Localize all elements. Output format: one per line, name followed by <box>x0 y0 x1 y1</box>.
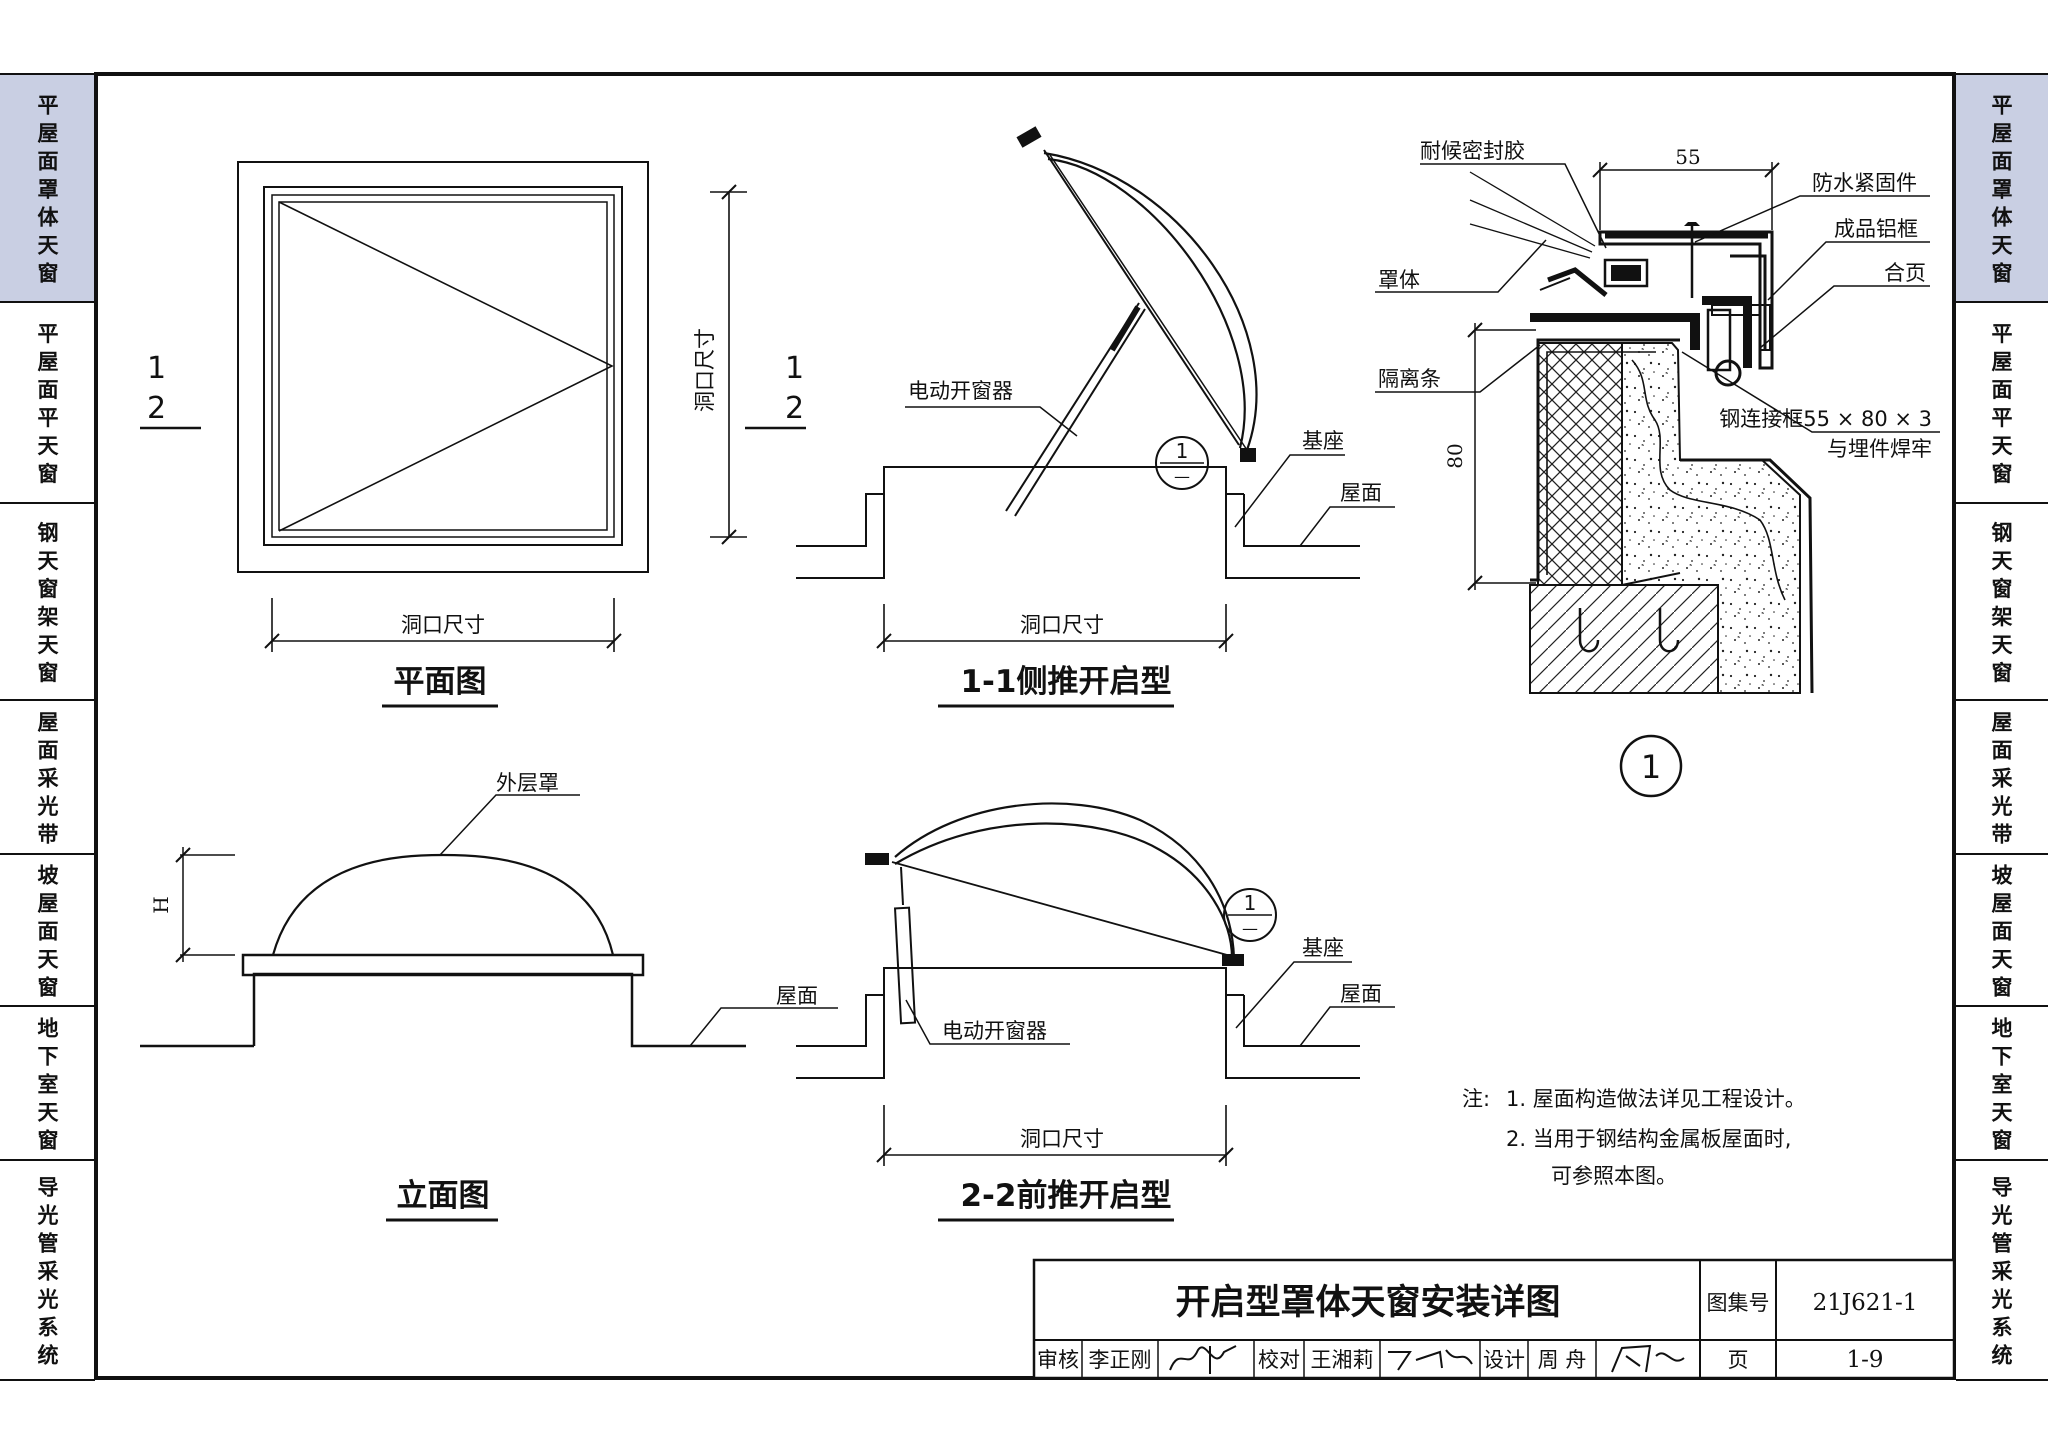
right-tab-2[interactable]: 平屋面平天窗 <box>1992 322 2014 486</box>
note-2: 2. 当用于钢结构金属板屋面时, <box>1506 1127 1791 1151</box>
left-tab-1[interactable]: 平屋面罩体天窗 <box>38 93 60 285</box>
detail-label-fastener: 防水紧固件 <box>1812 171 1917 195</box>
reviewer-signature <box>1169 1345 1237 1374</box>
sheet-border <box>94 72 1956 1380</box>
title-block-title: 开启型罩体天窗安装详图 <box>1175 1283 1560 1323</box>
review-label: 审核 <box>1037 1348 1079 1372</box>
note-1: 1. 屋面构造做法详见工程设计。 <box>1506 1087 1806 1111</box>
left-tab-6[interactable]: 地下室天窗 <box>38 1016 60 1152</box>
elevation-roof-label: 屋面 <box>776 984 818 1008</box>
s11-opener-label: 电动开窗器 <box>908 379 1013 403</box>
elevation-title: 立面图 <box>397 1178 490 1214</box>
elevation-view: H 外层罩 屋面 立面图 <box>140 771 838 1222</box>
left-tab-3[interactable]: 钢天窗架天窗 <box>38 521 60 685</box>
plan-view: 洞口尺寸 洞口尺寸 1 2 1 2 平面图 <box>140 161 806 708</box>
right-tab-strip <box>1956 73 2048 1381</box>
right-tab-6[interactable]: 地下室天窗 <box>1992 1016 2014 1152</box>
s11-detail-ref-bottom: — <box>1174 467 1190 486</box>
check-label: 校对 <box>1258 1348 1300 1372</box>
s11-base-label: 基座 <box>1302 429 1344 453</box>
notes-prefix: 注: <box>1462 1087 1490 1111</box>
right-tab-active-bg <box>1956 74 2048 302</box>
left-tab-active-bg <box>0 74 95 302</box>
elevation-h-label: H <box>149 896 173 913</box>
checker-name: 王湘莉 <box>1311 1348 1374 1372</box>
detail-label-steel-frame-1: 钢连接框55 × 80 × 3 <box>1719 407 1932 431</box>
right-tab-3[interactable]: 钢天窗架天窗 <box>1992 521 2014 685</box>
page-label: 页 <box>1728 1348 1749 1372</box>
s11-detail-ref-top: 1 <box>1176 439 1189 463</box>
detail-label-cover-body: 罩体 <box>1378 268 1420 292</box>
detail-label-isolation-strip: 隔离条 <box>1378 367 1441 391</box>
note-2-cont: 可参照本图。 <box>1551 1164 1677 1188</box>
detail-dim-55: 55 <box>1675 145 1700 169</box>
s22-dim-label: 洞口尺寸 <box>1020 1127 1104 1151</box>
elevation-outer-cover-label: 外层罩 <box>496 771 559 795</box>
right-tab-4[interactable]: 屋面采光带 <box>1991 710 2013 846</box>
left-tab-2[interactable]: 平屋面平天窗 <box>38 322 60 486</box>
plan-vertical-dim-label: 洞口尺寸 <box>693 328 717 412</box>
reviewer-name: 李正刚 <box>1089 1348 1152 1372</box>
s22-detail-ref-top: 1 <box>1244 891 1257 915</box>
plan-section-mark-bottom-right: 2 <box>785 391 804 426</box>
page-value: 1-9 <box>1846 1347 1883 1373</box>
plan-title: 平面图 <box>394 664 487 700</box>
detail-label-hinge: 合页 <box>1884 261 1926 285</box>
checker-signature <box>1388 1349 1473 1371</box>
plan-section-mark-top-right: 1 <box>785 351 804 386</box>
title-block: 开启型罩体天窗安装详图 图集号 21J621-1 审核 李正刚 校对 王湘莉 设… <box>1032 1258 1956 1380</box>
s11-roof-label: 屋面 <box>1340 481 1382 505</box>
detail-label-aluminum-frame: 成品铝框 <box>1834 217 1918 241</box>
atlas-value: 21J621-1 <box>1813 1290 1918 1316</box>
detail-label-steel-frame-2: 与埋件焊牢 <box>1827 437 1932 461</box>
right-tab-5[interactable]: 坡屋面天窗 <box>1992 863 2014 999</box>
section-1-1: 1 — 电动开窗器 基座 屋面 洞口尺寸 1-1侧推开启型 <box>796 126 1395 708</box>
s22-title: 2-2前推开启型 <box>960 1178 1171 1214</box>
s22-base-label: 基座 <box>1302 936 1344 960</box>
s22-opener-label: 电动开窗器 <box>942 1019 1047 1043</box>
notes: 注: 1. 屋面构造做法详见工程设计。 2. 当用于钢结构金属板屋面时, 可参照… <box>1462 1087 1806 1188</box>
detail-number: 1 <box>1641 748 1661 786</box>
left-tab-4[interactable]: 屋面采光带 <box>37 710 59 846</box>
left-tab-7[interactable]: 导光管采光系统 <box>37 1175 59 1367</box>
plan-section-mark-bottom-left: 2 <box>147 391 166 426</box>
detail-dim-80: 80 <box>1443 443 1467 468</box>
designer-name: 周 舟 <box>1538 1348 1587 1372</box>
right-tab-labels: 平屋面罩体天窗平屋面平天窗钢天窗架天窗屋面采光带坡屋面天窗地下室天窗导光管采光系… <box>1991 93 2014 1367</box>
left-tab-labels: 平屋面罩体天窗平屋面平天窗钢天窗架天窗屋面采光带坡屋面天窗地下室天窗导光管采光系… <box>37 93 60 1367</box>
detail-1: 55 80 耐候密封胶 罩体 隔离条 防水紧固件 成品铝框 合页 钢连接框55 … <box>1375 139 1940 798</box>
s22-detail-ref-bottom: — <box>1242 919 1258 938</box>
designer-signature <box>1611 1344 1685 1373</box>
plan-horizontal-dim-label: 洞口尺寸 <box>401 613 485 637</box>
section-2-2: 1 — 电动开窗器 基座 屋面 洞口尺寸 2-2前推开启型 <box>796 802 1395 1222</box>
plan-section-mark-top-left: 1 <box>147 351 166 386</box>
design-label: 设计 <box>1483 1348 1525 1372</box>
s22-roof-label: 屋面 <box>1340 982 1382 1006</box>
s11-title: 1-1侧推开启型 <box>960 664 1171 700</box>
right-tab-1[interactable]: 平屋面罩体天窗 <box>1992 93 2014 285</box>
left-tab-5[interactable]: 坡屋面天窗 <box>38 863 60 999</box>
s11-dim-label: 洞口尺寸 <box>1020 613 1104 637</box>
detail-label-sealant: 耐候密封胶 <box>1420 139 1525 163</box>
atlas-label: 图集号 <box>1707 1291 1770 1315</box>
right-tab-7[interactable]: 导光管采光系统 <box>1991 1175 2013 1367</box>
left-tab-strip <box>0 73 95 1381</box>
